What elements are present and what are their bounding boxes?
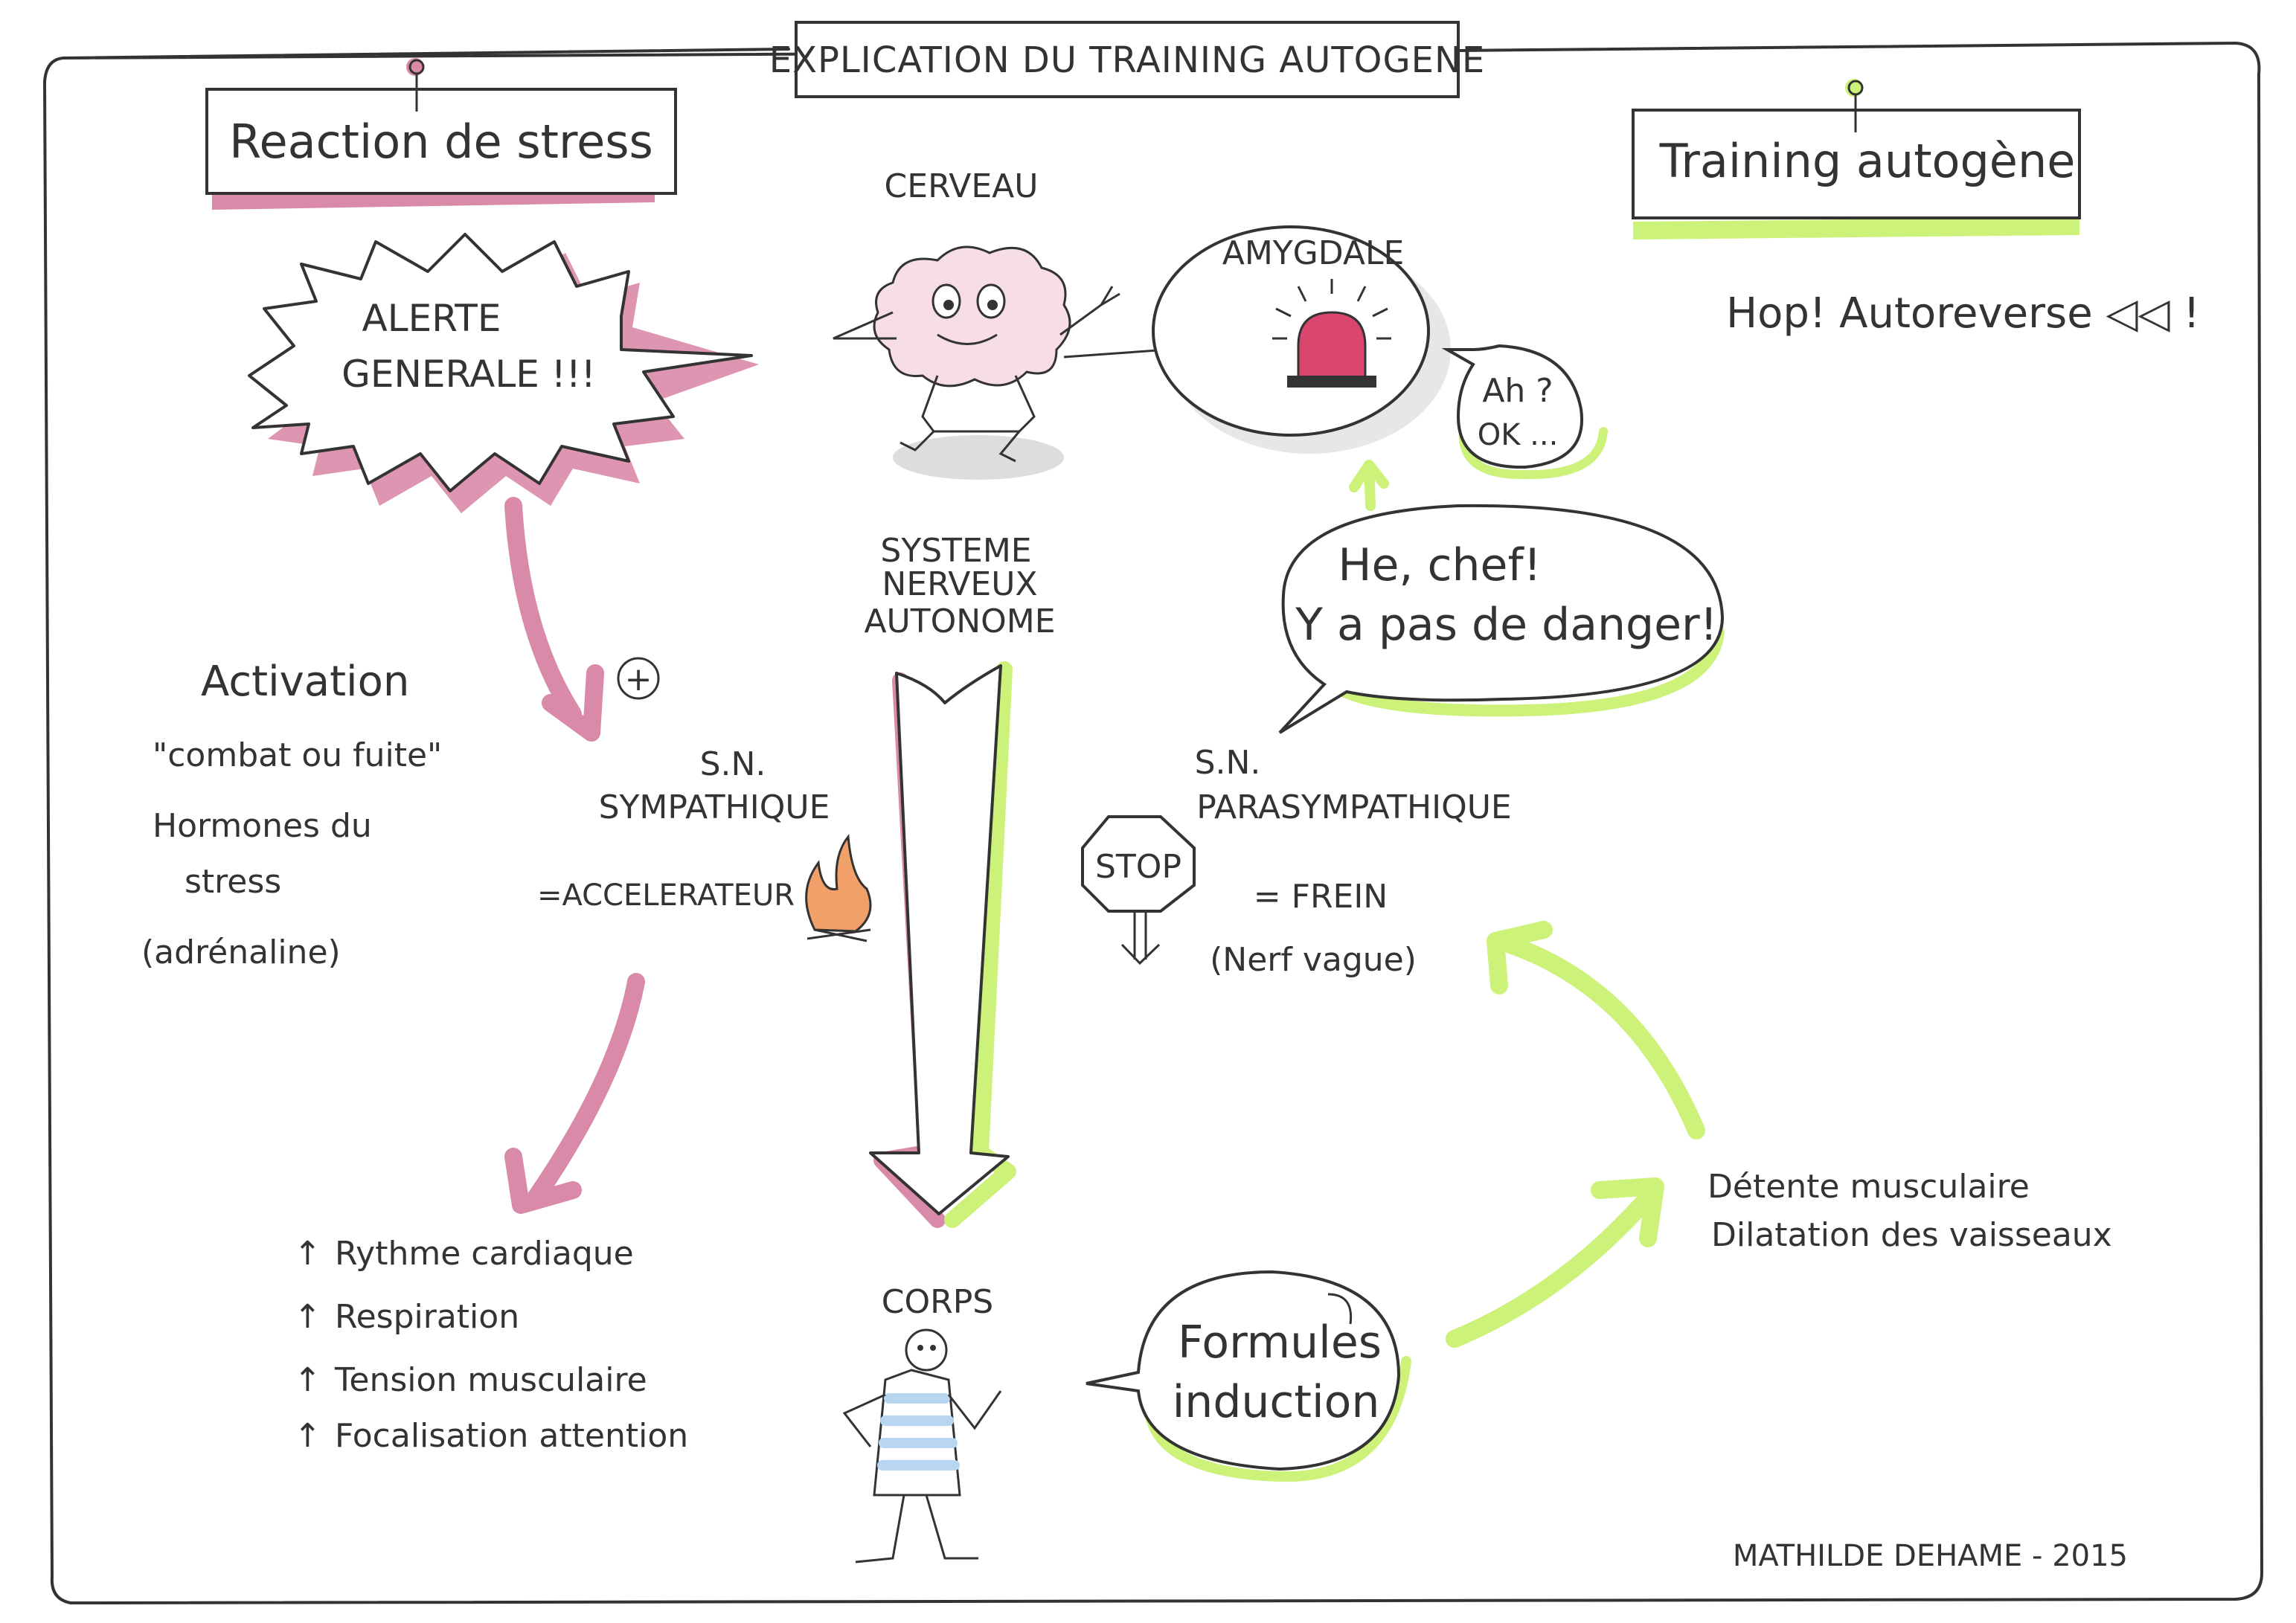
autonomic-nervous-system-label: SYSTEME NERVEUX AUTONOME bbox=[864, 532, 1055, 640]
green-arrow-to-parasympathetic bbox=[1487, 921, 1705, 1140]
parasympathetic-line-3: = FREIN bbox=[1254, 878, 1388, 916]
activation-line-4: stress bbox=[185, 863, 281, 901]
signature: MATHILDE DEHAME - 2015 bbox=[1733, 1539, 2128, 1573]
sympathetic-system: S.N. SYMPATHIQUE =ACCELERATEUR bbox=[537, 745, 872, 942]
effect-text-1: Rythme cardiaque bbox=[335, 1235, 634, 1273]
ans-line-2: NERVEUX bbox=[882, 565, 1037, 603]
green-arrow-to-relaxation bbox=[1446, 1177, 1664, 1348]
fire-icon bbox=[805, 834, 872, 942]
pink-arrow-to-effects bbox=[504, 973, 645, 1214]
ok-bubble-line-1: Ah ? bbox=[1482, 372, 1553, 410]
activation-line-3: Hormones du bbox=[153, 807, 372, 845]
alert-line-2: GENERALE !!! bbox=[341, 353, 596, 396]
sympathetic-line-2: SYMPATHIQUE bbox=[599, 788, 830, 826]
activation-notes: Activation "combat ou fuite" Hormones du… bbox=[141, 658, 442, 971]
alert-burst: ALERTE GENERALE !!! bbox=[248, 233, 759, 513]
chef-bubble-line-2: Y a pas de danger! bbox=[1295, 599, 1717, 651]
brain-character: CERVEAU bbox=[833, 167, 1169, 480]
plus-sign: + bbox=[617, 657, 660, 700]
parasympathetic-line-4: (Nerf vague) bbox=[1210, 941, 1417, 979]
sympathetic-line-1: S.N. bbox=[700, 745, 766, 783]
green-up-arrow bbox=[1349, 460, 1389, 511]
autoreverse-text: Hop! Autoreverse ◁◁ ! bbox=[1726, 289, 2200, 338]
parasympathetic-line-2: PARASYMPATHIQUE bbox=[1196, 788, 1511, 826]
siren-icon bbox=[1272, 279, 1391, 388]
activation-line-2: "combat ou fuite" bbox=[153, 736, 442, 774]
amygdala-bubble: AMYGDALE bbox=[1152, 225, 1451, 454]
chef-bubble-line-1: He, chef! bbox=[1338, 539, 1541, 591]
effect-arrow-1: ↑ bbox=[294, 1235, 321, 1273]
plus-sign-text: + bbox=[625, 661, 652, 698]
relaxation-notes: Détente musculaire Dilatation des vaisse… bbox=[1707, 1168, 2112, 1254]
formulas-line-1: Formules bbox=[1178, 1317, 1382, 1369]
effect-text-3: Tension musculaire bbox=[334, 1361, 647, 1399]
effect-arrow-2: ↑ bbox=[294, 1298, 321, 1336]
stop-sign-text: STOP bbox=[1095, 848, 1181, 886]
title-box: EXPLICATION DU TRAINING AUTOGENE bbox=[769, 21, 1485, 98]
formulas-bubble: Formules induction bbox=[1086, 1270, 1411, 1482]
autogenic-training-title: Training autogène bbox=[1659, 134, 2076, 188]
stress-effects-list: ↑ Rythme cardiaque ↑ Respiration ↑ Tensi… bbox=[294, 1235, 688, 1455]
stop-sign: STOP bbox=[1081, 815, 1196, 965]
sympathetic-line-3: =ACCELERATEUR bbox=[537, 878, 795, 913]
amygdala-label: AMYGDALE bbox=[1222, 234, 1405, 272]
pink-arrow-to-sympathetic bbox=[504, 497, 604, 742]
activation-line-5: (adrénaline) bbox=[141, 933, 341, 971]
brain-shape bbox=[873, 245, 1071, 388]
page-title: EXPLICATION DU TRAINING AUTOGENE bbox=[769, 39, 1485, 81]
body-figure: CORPS bbox=[842, 1283, 1002, 1563]
effect-arrow-3: ↑ bbox=[294, 1361, 321, 1399]
relaxation-line-1: Détente musculaire bbox=[1707, 1168, 2030, 1206]
effect-text-4: Focalisation attention bbox=[335, 1417, 688, 1455]
stress-reaction-header: Reaction de stress bbox=[205, 58, 677, 210]
body-label: CORPS bbox=[882, 1283, 993, 1321]
brain-label: CERVEAU bbox=[885, 167, 1039, 205]
outer-frame bbox=[42, 41, 2264, 1605]
ans-line-1: SYSTEME bbox=[880, 532, 1031, 570]
ok-bubble: Ah ? OK ... bbox=[1441, 344, 1608, 480]
parasympathetic-line-1: S.N. bbox=[1195, 744, 1261, 782]
parasympathetic-system: S.N. PARASYMPATHIQUE = FREIN (Nerf vague… bbox=[1195, 744, 1512, 979]
formulas-line-2: induction bbox=[1173, 1376, 1380, 1428]
alert-line-1: ALERTE bbox=[362, 297, 501, 340]
ans-line-3: AUTONOME bbox=[864, 602, 1055, 640]
ok-bubble-line-2: OK ... bbox=[1478, 418, 1559, 452]
relaxation-line-2: Dilatation des vaisseaux bbox=[1711, 1216, 2112, 1254]
central-down-arrow bbox=[869, 661, 1016, 1228]
chef-speech-bubble: He, chef! Y a pas de danger! bbox=[1278, 504, 1725, 734]
effect-text-2: Respiration bbox=[335, 1298, 519, 1336]
stress-reaction-title: Reaction de stress bbox=[229, 115, 653, 169]
autogenic-training-header: Training autogène bbox=[1632, 79, 2081, 240]
activation-line-1: Activation bbox=[201, 658, 409, 706]
effect-arrow-4: ↑ bbox=[294, 1417, 321, 1455]
